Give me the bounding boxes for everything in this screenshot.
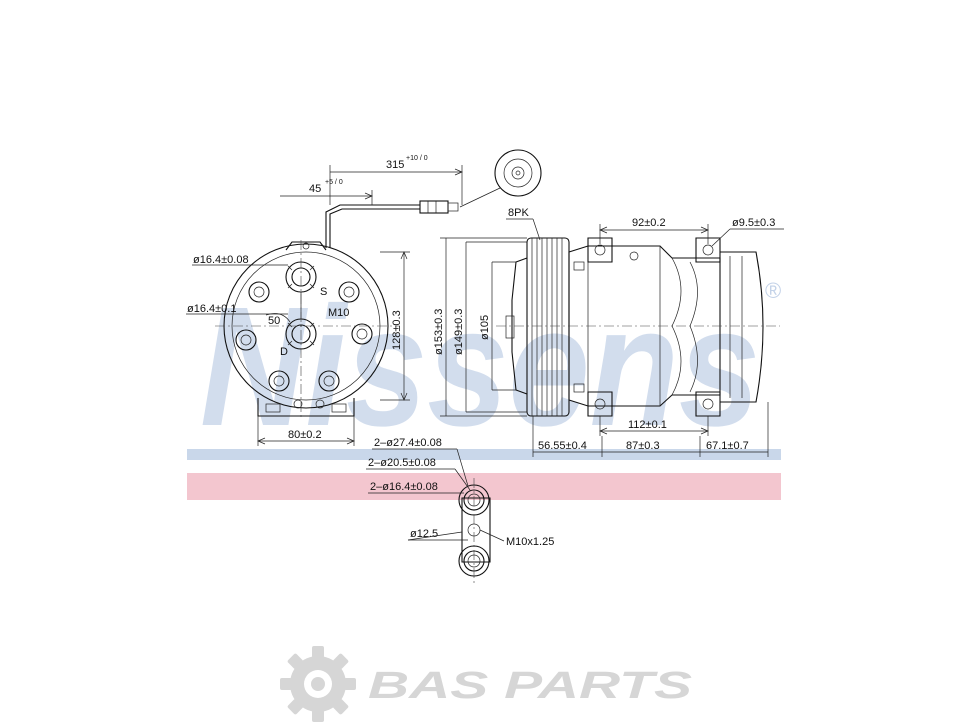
- blue-band: [187, 449, 781, 460]
- dim-outer: 2–ø27.4±0.08: [374, 437, 442, 449]
- dim-mid: 2–ø20.5±0.08: [368, 457, 436, 469]
- front-bolt: [268, 370, 290, 392]
- dim-mount-spacing: 92±0.2: [632, 217, 666, 229]
- label-thread: M10: [328, 307, 349, 319]
- watermark-text: Nissens: [200, 272, 760, 462]
- dim-mount-hole: ø9.5±0.3: [732, 217, 775, 229]
- front-view: 315 +10 / 0 45 +5 / 0 ø16.4±0.08 ø16.4±0…: [186, 149, 542, 446]
- registered-mark: ®: [765, 278, 781, 303]
- dim-bolt: ø12.5: [410, 528, 438, 540]
- dim-cable-length: 315: [386, 159, 404, 171]
- label-angle: 50: [268, 315, 280, 327]
- dim-rear: 67.1±0.7: [706, 440, 749, 452]
- pink-band: [187, 473, 781, 500]
- dim-pulley-inner: ø105: [479, 315, 491, 340]
- mount-ear: [587, 237, 613, 263]
- mount-ear: [587, 391, 613, 417]
- dim-pulley-offset: 56.55±0.4: [538, 440, 587, 452]
- brand-logo: BAS PARTS: [280, 646, 692, 722]
- label-s: S: [320, 286, 327, 298]
- brand-name: BAS PARTS: [368, 665, 692, 707]
- dim-port-d: ø16.4±0.1: [187, 303, 236, 315]
- dim-thread: M10x1.25: [506, 536, 554, 548]
- dim-height: 128±0.3: [391, 310, 403, 350]
- label-belt: 8PK: [508, 207, 529, 219]
- dim-port-s: ø16.4±0.08: [193, 254, 249, 266]
- port-detail: 2–ø27.4±0.08 2–ø20.5±0.08 2–ø16.4±0.08 ø…: [366, 437, 554, 585]
- front-bolt: [318, 370, 340, 392]
- dim-inner: 2–ø16.4±0.08: [370, 481, 438, 493]
- front-bolt: [338, 281, 360, 303]
- dim-pulley-mid: ø149±0.3: [453, 309, 465, 355]
- dim-cable-offset-tol: +5 / 0: [325, 179, 343, 186]
- mount-ear: [695, 391, 721, 417]
- dim-cable-length-tol: +10 / 0: [406, 155, 428, 162]
- side-view: 8PK ø153±0.3 ø149±0.3 ø105 92±0.2 ø9.5±0…: [433, 207, 784, 457]
- dim-width: 80±0.2: [288, 429, 322, 441]
- dim-pulley-outer: ø153±0.3: [433, 309, 445, 355]
- front-bolt: [248, 281, 270, 303]
- front-bolt: [235, 329, 257, 351]
- gear-logo-icon: [280, 646, 356, 722]
- front-bolt: [351, 323, 373, 345]
- label-d: D: [280, 346, 288, 358]
- mount-ear: [695, 237, 721, 263]
- dim-body-length: 112±0.1: [628, 419, 667, 431]
- dim-body-mid: 87±0.3: [626, 440, 660, 452]
- dim-cable-offset: 45: [309, 183, 321, 195]
